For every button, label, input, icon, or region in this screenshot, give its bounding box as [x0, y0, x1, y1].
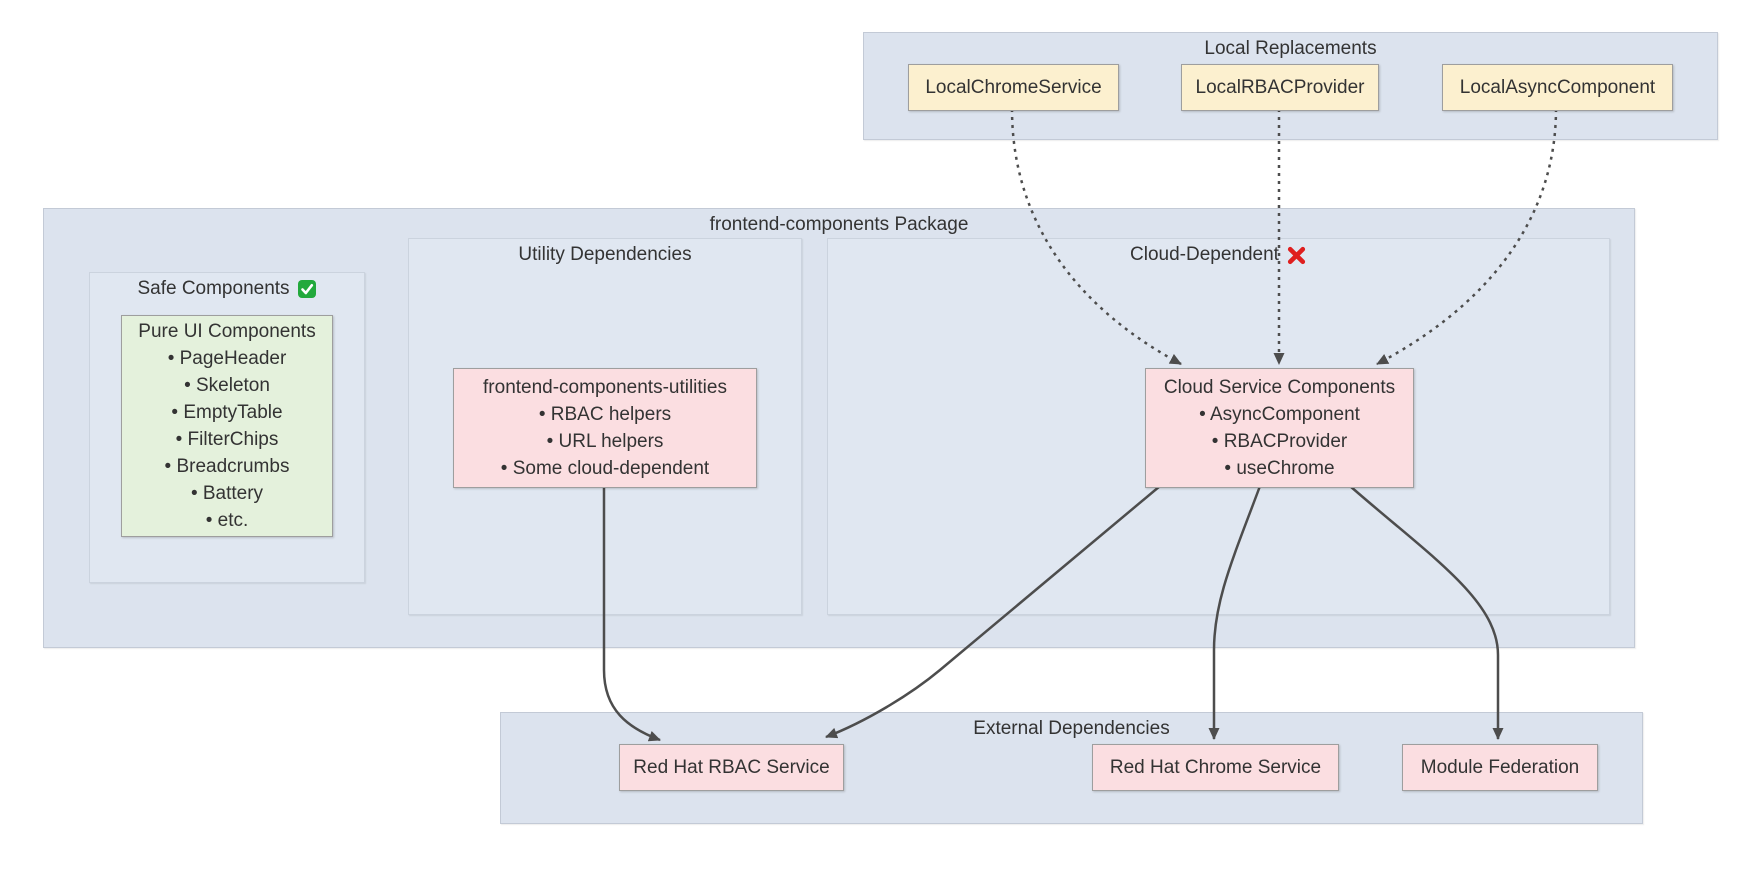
node-local-chrome-service: LocalChromeService: [908, 64, 1119, 111]
group-title-package: frontend-components Package: [44, 214, 1634, 236]
group-title-cloud-dependent: Cloud-Dependent: [828, 244, 1609, 266]
node-list-item: • PageHeader: [167, 348, 287, 369]
node-list-item: • etc.: [205, 510, 249, 531]
node-title: Cloud Service Components: [1163, 377, 1396, 398]
group-title-utility-dependencies: Utility Dependencies: [409, 244, 801, 266]
node-label: LocalRBACProvider: [1195, 76, 1365, 98]
node-title: frontend-components-utilities: [483, 377, 727, 398]
node-list-item: • FilterChips: [175, 429, 279, 450]
group-title-text: Local Replacements: [1204, 38, 1377, 59]
node-title: Pure UI Components: [138, 321, 316, 342]
group-title-text: Cloud-Dependent: [1130, 244, 1279, 265]
node-red-hat-rbac-service: Red Hat RBAC Service: [619, 744, 844, 791]
node-list-item: • Breadcrumbs: [164, 456, 290, 477]
node-local-async-component: LocalAsyncComponent: [1442, 64, 1673, 111]
node-list-item: • AsyncComponent: [1199, 404, 1360, 425]
node-red-hat-chrome-service: Red Hat Chrome Service: [1092, 744, 1339, 791]
group-title-text: Safe Components: [137, 278, 290, 299]
group-title-safe-components: Safe Components: [90, 278, 364, 300]
node-list-item: • Battery: [190, 483, 264, 504]
cross-mark-icon: [1287, 246, 1306, 264]
node-label: Module Federation: [1420, 756, 1580, 778]
node-module-federation: Module Federation: [1402, 744, 1598, 791]
node-list-item: • Some cloud-dependent: [500, 458, 710, 479]
group-title-text: frontend-components Package: [709, 214, 969, 235]
node-label: LocalAsyncComponent: [1459, 76, 1656, 98]
node-list-item: • EmptyTable: [171, 402, 283, 423]
node-list-item: • useChrome: [1224, 458, 1335, 479]
group-title-text: External Dependencies: [973, 718, 1170, 739]
node-label: Red Hat Chrome Service: [1109, 756, 1322, 778]
node-list-item: • RBACProvider: [1211, 431, 1348, 452]
node-list-item: • RBAC helpers: [538, 404, 672, 425]
node-frontend-components-utilities: frontend-components-utilities • RBAC hel…: [453, 368, 757, 488]
group-title-external-dependencies: External Dependencies: [501, 718, 1642, 740]
node-label: LocalChromeService: [925, 76, 1102, 98]
node-list-item: • URL helpers: [546, 431, 664, 452]
node-local-rbac-provider: LocalRBACProvider: [1181, 64, 1379, 111]
group-title-local-replacements: Local Replacements: [864, 38, 1717, 60]
group-title-text: Utility Dependencies: [518, 244, 692, 265]
node-label: Red Hat RBAC Service: [633, 756, 830, 778]
node-list-item: • Skeleton: [184, 375, 270, 396]
node-pure-ui-components: Pure UI Components • PageHeader • Skelet…: [121, 315, 333, 537]
check-mark-icon: [297, 280, 316, 298]
node-cloud-service-components: Cloud Service Components • AsyncComponen…: [1145, 368, 1414, 488]
